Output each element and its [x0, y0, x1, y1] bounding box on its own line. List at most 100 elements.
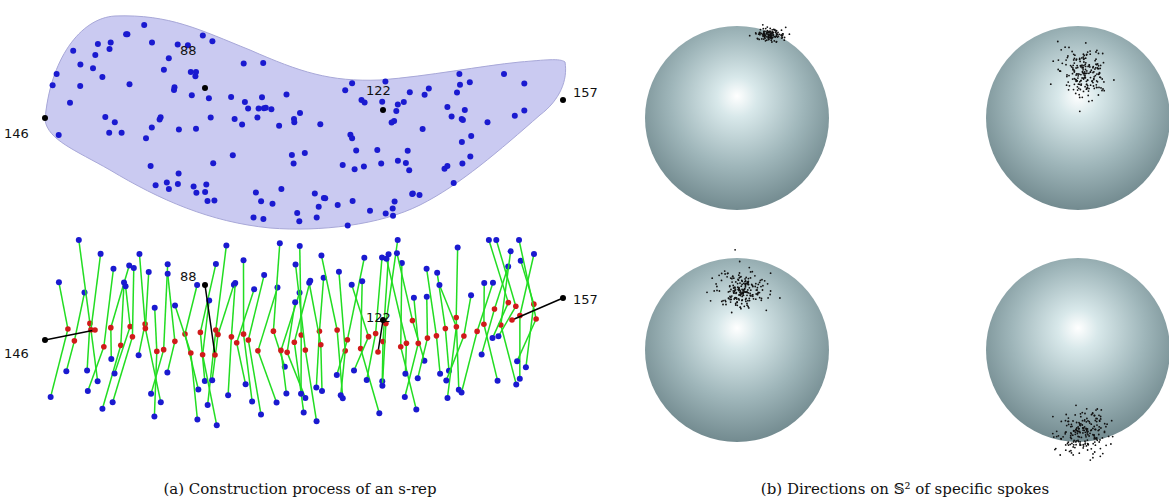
surface-point — [176, 170, 182, 176]
direction-sample — [1065, 449, 1067, 451]
sphere — [986, 26, 1169, 210]
spoke-end — [351, 367, 357, 373]
direction-sample — [1087, 444, 1089, 446]
direction-sample — [767, 297, 769, 299]
spoke-end — [214, 422, 220, 428]
direction-sample — [1075, 429, 1077, 431]
direction-sample — [1095, 418, 1097, 420]
direction-sample — [1098, 53, 1100, 55]
direction-sample — [1085, 77, 1087, 79]
surface-point — [260, 216, 266, 222]
direction-sample — [746, 303, 748, 305]
spoke-end — [338, 392, 344, 398]
surface-point — [175, 181, 181, 187]
spoke — [439, 285, 456, 327]
direction-sample — [747, 289, 749, 291]
direction-sample — [1079, 444, 1081, 446]
direction-sample — [1062, 436, 1064, 438]
direction-sample — [746, 292, 748, 294]
direction-sample — [1095, 67, 1097, 69]
spoke — [483, 283, 485, 324]
surface-point — [291, 119, 297, 125]
direction-sample — [1067, 81, 1069, 83]
direction-sample — [1102, 53, 1104, 55]
surface-point — [230, 152, 236, 158]
direction-sample — [1092, 412, 1094, 414]
direction-sample — [759, 297, 761, 299]
medial-point — [513, 304, 519, 310]
direction-sample — [1076, 80, 1078, 82]
surface-point — [349, 135, 355, 141]
spoke-end — [209, 377, 215, 383]
direction-sample — [1060, 438, 1062, 440]
spoke-end — [123, 283, 129, 289]
direction-sample — [1073, 430, 1075, 432]
direction-sample — [766, 31, 768, 33]
spoke-end — [48, 394, 54, 400]
direction-sample — [739, 294, 741, 296]
direction-sample — [1093, 426, 1095, 428]
surface-point — [95, 41, 101, 47]
surface-point — [268, 106, 274, 112]
direction-sample — [1073, 78, 1075, 80]
direction-sample — [748, 298, 750, 300]
direction-sample — [1103, 81, 1105, 83]
direction-sample — [1092, 72, 1094, 74]
direction-sample — [1075, 429, 1077, 431]
direction-sample — [1058, 435, 1060, 437]
spoke — [354, 337, 369, 371]
direction-sample — [739, 261, 741, 263]
direction-sample — [1076, 65, 1078, 67]
direction-sample — [762, 24, 764, 26]
direction-sample — [1050, 83, 1052, 85]
surface-point — [390, 213, 396, 219]
direction-sample — [1077, 75, 1079, 77]
direction-sample — [727, 272, 729, 274]
spoke-end — [334, 372, 340, 378]
direction-sample — [1103, 90, 1105, 92]
spoke — [337, 340, 348, 375]
direction-sample — [1094, 420, 1096, 422]
direction-sample — [1095, 51, 1097, 53]
spoke-end — [108, 356, 114, 362]
direction-sample — [762, 289, 764, 291]
direction-sample — [1096, 80, 1098, 82]
surface-point — [92, 52, 98, 58]
direction-sample — [730, 296, 732, 298]
direction-sample — [766, 26, 768, 28]
spoke — [126, 286, 131, 326]
spoke-end — [443, 377, 449, 383]
spoke — [445, 329, 449, 371]
direction-sample — [1086, 88, 1088, 90]
direction-sample — [781, 35, 783, 37]
direction-sample — [1099, 439, 1101, 441]
surface-point — [345, 222, 351, 228]
direction-sample — [1086, 418, 1088, 420]
direction-sample — [1084, 72, 1086, 74]
direction-sample — [768, 31, 770, 33]
direction-sample — [1067, 421, 1069, 423]
spoke — [418, 338, 428, 378]
direction-sample — [742, 294, 744, 296]
direction-sample — [1075, 431, 1077, 433]
spoke-end — [146, 269, 152, 275]
spoke-end — [298, 391, 304, 397]
spoke-end — [274, 400, 280, 406]
direction-sample — [1077, 431, 1079, 433]
object-surface — [45, 16, 566, 229]
surface-point — [251, 215, 257, 221]
direction-sample — [1068, 75, 1070, 77]
direction-sample — [735, 292, 737, 294]
spoke-end — [436, 282, 442, 288]
medial-point — [434, 333, 440, 339]
surface-point — [501, 71, 507, 77]
direction-sample — [1101, 78, 1103, 80]
direction-sample — [744, 288, 746, 290]
spoke — [175, 306, 191, 353]
spoke — [59, 282, 68, 329]
medial-point — [410, 318, 416, 324]
spoke-end — [232, 280, 238, 286]
surface-point — [56, 132, 62, 138]
medial-point — [318, 342, 324, 348]
